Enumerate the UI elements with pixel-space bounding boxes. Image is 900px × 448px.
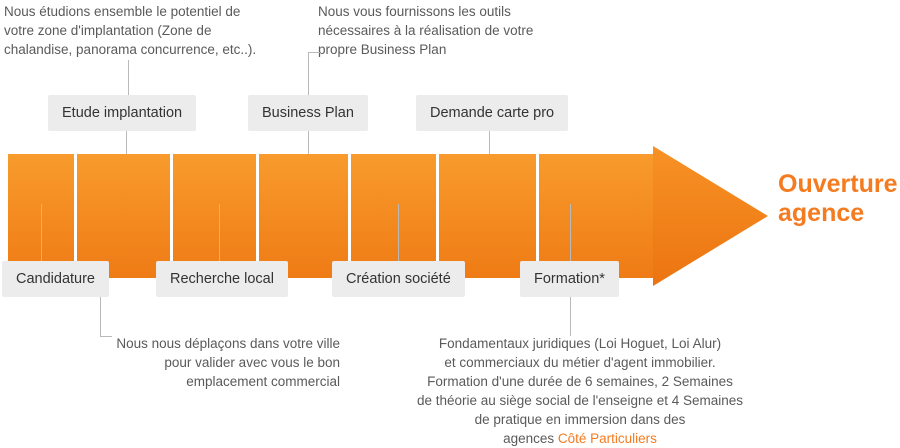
note-business-plan: Nous vous fournissons les outils nécessa… xyxy=(318,4,534,57)
leader-line-etude xyxy=(128,60,129,101)
step-chip-candidature[interactable]: Candidature xyxy=(2,261,109,297)
step-chip-demande-carte-pro[interactable]: Demande carte pro xyxy=(416,95,569,131)
timeline-diagram: Nous étudions ensemble le potentiel de v… xyxy=(2,4,898,446)
step-chip-formation[interactable]: Formation* xyxy=(520,261,619,297)
step-chip-recherche-local[interactable]: Recherche local xyxy=(156,261,288,297)
leader-line-formation-note xyxy=(570,297,571,336)
note-formation-brand: Côté Particuliers xyxy=(557,431,657,446)
note-formation: Fondamentaux juridiques (Loi Hoguet, Loi… xyxy=(400,334,760,448)
note-recherche-local: Nous nous déplaçons dans votre ville pou… xyxy=(116,336,340,389)
note-etude-implantation: Nous étudions ensemble le potentiel de v… xyxy=(4,4,257,57)
leader-line-recherche-note-elbow xyxy=(100,336,112,337)
leader-line-bp-upper xyxy=(308,52,309,101)
leader-line-recherche xyxy=(219,204,220,262)
arrow-divider-6 xyxy=(536,146,539,286)
arrow-shape xyxy=(8,146,768,286)
step-chip-creation-societe[interactable]: Création société xyxy=(332,261,465,297)
arrow-divider-2 xyxy=(170,146,173,286)
arrow-divider-4 xyxy=(348,146,351,286)
step-chip-business-plan[interactable]: Business Plan xyxy=(248,95,368,131)
leader-line-creation xyxy=(398,204,399,262)
arrow-divider-1 xyxy=(74,146,77,286)
arrow-divider-5 xyxy=(436,146,439,286)
step-chip-etude-implantation[interactable]: Etude implantation xyxy=(48,95,197,131)
leader-line-candidature xyxy=(41,204,42,262)
note-formation-text: Fondamentaux juridiques (Loi Hoguet, Loi… xyxy=(416,336,744,446)
leader-line-formation xyxy=(570,204,571,262)
process-arrow xyxy=(8,146,768,286)
outcome-title: Ouverture agence xyxy=(778,170,898,227)
leader-line-bp-elbow xyxy=(308,52,320,53)
leader-line-recherche-note xyxy=(100,297,101,336)
arrow-divider-3 xyxy=(256,146,259,286)
